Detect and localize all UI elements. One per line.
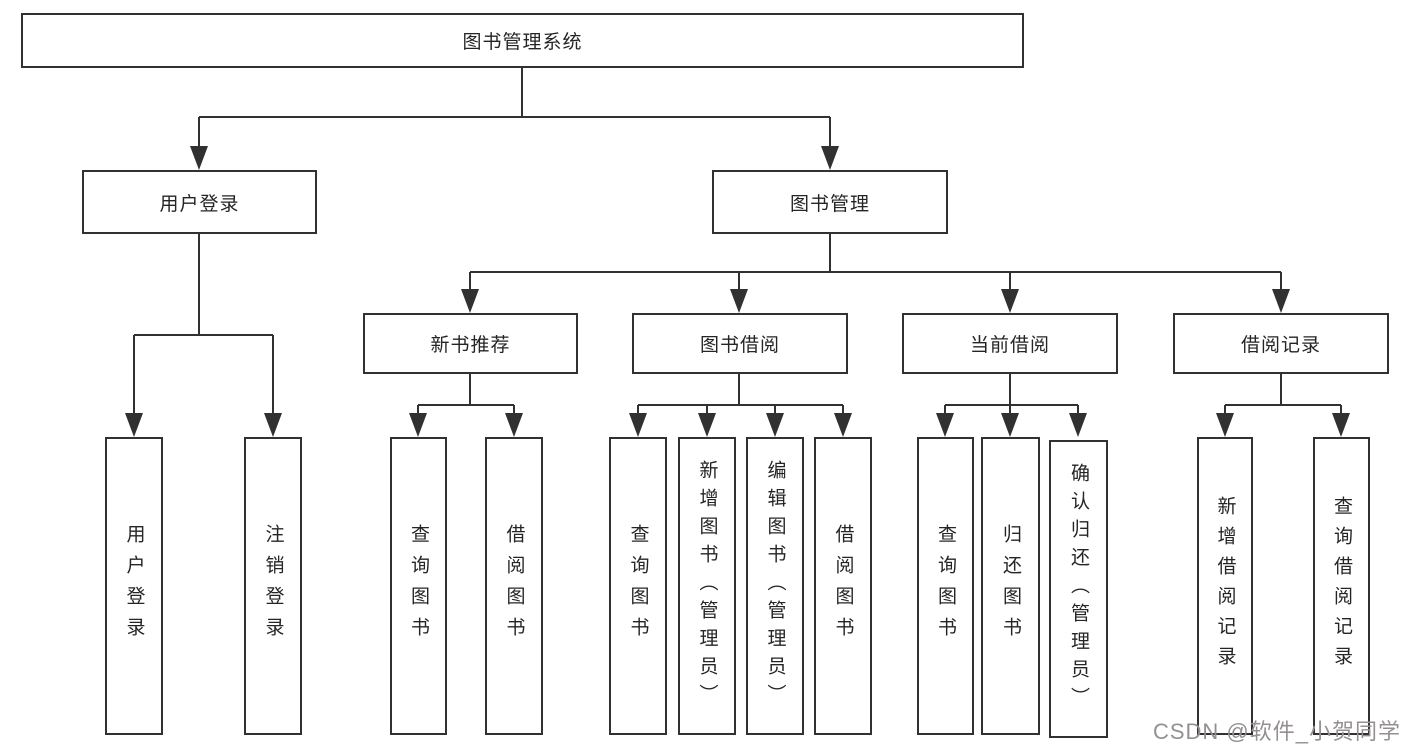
leaf-cb-query-books-label: 查询图书 [935, 524, 956, 648]
leaf-rec-borrow-books: 借阅图书 [485, 437, 543, 735]
leaf-bb-edit-books: 编辑图书（管理员） [746, 437, 804, 735]
leaf-bb-edit-books-label: 编辑图书（管理员） [764, 460, 786, 712]
leaf-bb-borrow-books: 借阅图书 [814, 437, 872, 735]
node-root-label: 图书管理系统 [462, 32, 583, 53]
leaf-br-add-record: 新增借阅记录 [1197, 437, 1253, 735]
leaf-cb-confirm-return: 确认归还（管理员） [1049, 440, 1108, 738]
node-user-login: 用户登录 [82, 170, 317, 234]
node-borrow-record: 借阅记录 [1173, 313, 1389, 374]
leaf-user-login-label: 用户登录 [123, 524, 145, 648]
leaf-br-query-record-label: 查询借阅记录 [1331, 496, 1352, 676]
leaf-logout: 注销登录 [244, 437, 302, 735]
node-borrow-record-label: 借阅记录 [1240, 335, 1321, 356]
node-new-book-recommend-label: 新书推荐 [430, 335, 511, 356]
csdn-watermark: CSDN @软件_小贺同学 [1152, 719, 1401, 744]
leaf-rec-query-books: 查询图书 [390, 437, 447, 735]
leaf-br-query-record: 查询借阅记录 [1313, 437, 1370, 735]
leaf-rec-query-books-label: 查询图书 [408, 524, 429, 648]
node-book-management-label: 图书管理 [789, 193, 870, 215]
leaf-bb-add-books: 新增图书（管理员） [678, 437, 736, 735]
node-book-borrow-label: 图书借阅 [699, 335, 780, 356]
leaf-br-add-record-label: 新增借阅记录 [1214, 496, 1236, 676]
node-user-login-label: 用户登录 [159, 193, 240, 215]
node-book-management: 图书管理 [712, 170, 948, 234]
leaf-bb-add-books-label: 新增图书（管理员） [696, 460, 718, 712]
leaf-cb-confirm-return-label: 确认归还（管理员） [1068, 463, 1089, 715]
leaf-bb-query-books: 查询图书 [609, 437, 667, 735]
leaf-cb-return-books: 归还图书 [981, 437, 1040, 735]
node-current-borrow-label: 当前借阅 [969, 335, 1050, 356]
node-root: 图书管理系统 [21, 13, 1024, 68]
leaf-cb-query-books: 查询图书 [917, 437, 974, 735]
leaf-bb-query-books-label: 查询图书 [627, 524, 649, 648]
leaf-rec-borrow-books-label: 借阅图书 [503, 524, 525, 648]
leaf-bb-borrow-books-label: 借阅图书 [832, 524, 854, 648]
leaf-logout-label: 注销登录 [262, 524, 284, 648]
node-current-borrow: 当前借阅 [902, 313, 1118, 374]
node-new-book-recommend: 新书推荐 [363, 313, 578, 374]
node-book-borrow: 图书借阅 [632, 313, 848, 374]
leaf-cb-return-books-label: 归还图书 [1000, 524, 1021, 648]
leaf-user-login: 用户登录 [105, 437, 163, 735]
